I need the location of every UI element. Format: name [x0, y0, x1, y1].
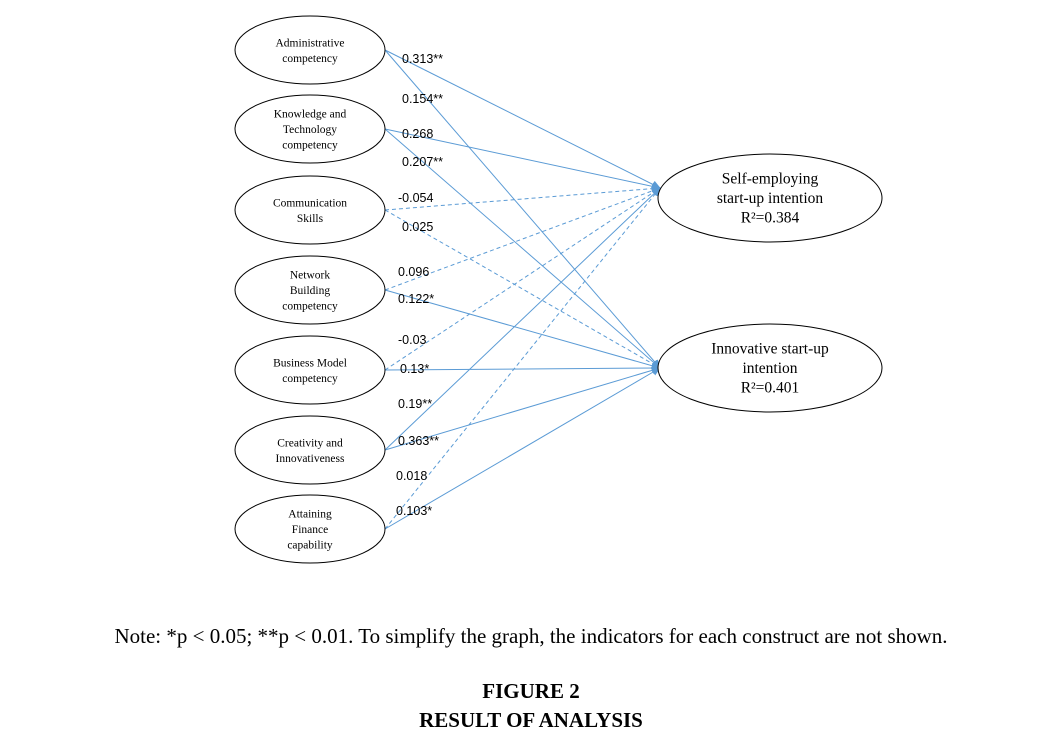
path-coefficients: 0.313** 0.154** 0.268 0.207** -0.054 0.025 0.0… — [396, 52, 443, 518]
node-creativity-label: Creativity and — [277, 437, 343, 449]
node-admin-label: Administrative — [276, 37, 345, 49]
path-finance-to-innov — [384, 367, 661, 530]
node-knowledge-label: Knowledge and — [274, 109, 347, 121]
coef-finance-to-self: 0.018 — [396, 469, 427, 483]
node-business-label: Business Model — [273, 357, 347, 369]
coef-communication-to-innov: 0.025 — [402, 220, 433, 234]
coef-admin-to-innov: 0.154** — [402, 92, 443, 106]
coef-business-to-self: -0.03 — [398, 333, 427, 347]
path-communication-to-self — [384, 184, 661, 211]
coef-creativity-to-innov: 0.363** — [398, 434, 439, 448]
path-creativity-to-self — [384, 187, 661, 451]
node-self-label: R²=0.384 — [741, 210, 800, 227]
node-finance-label: Finance — [292, 524, 328, 536]
coef-admin-to-self: 0.313** — [402, 52, 443, 66]
path-communication-to-innov — [384, 209, 661, 369]
path-business-to-innov — [384, 364, 661, 373]
figure-title: RESULT OF ANALYSIS — [419, 708, 643, 732]
coef-business-to-innov: 0.13* — [400, 362, 429, 376]
coef-network-to-self: 0.096 — [398, 265, 429, 279]
node-knowledge-label: Technology — [283, 124, 337, 136]
path-arrows — [384, 49, 661, 530]
coef-communication-to-self: -0.054 — [398, 191, 433, 205]
figure-number: FIGURE 2 — [482, 679, 580, 703]
path-creativity-to-innov — [384, 366, 661, 451]
node-creativity-label: Innovativeness — [276, 453, 346, 465]
path-knowledge-to-innov — [384, 128, 661, 369]
coef-finance-to-innov: 0.103* — [396, 504, 432, 518]
node-innov-label: R²=0.401 — [741, 380, 800, 397]
node-self-label: Self-employing — [722, 171, 819, 188]
significance-note: Note: *p < 0.05; **p < 0.01. To simplify… — [114, 624, 948, 648]
node-network-label: Building — [290, 285, 331, 297]
node-self-label: start-up intention — [717, 190, 824, 207]
node-innov-label: Innovative start-up — [711, 341, 829, 358]
coef-knowledge-to-self: 0.268 — [402, 127, 433, 141]
node-admin-label: competency — [282, 53, 338, 65]
path-finance-to-self — [384, 187, 661, 530]
coef-network-to-innov: 0.122* — [398, 292, 434, 306]
node-business: Business Model competency — [234, 335, 386, 405]
node-communication-label: Communication — [273, 197, 347, 209]
path-knowledge-to-self — [384, 128, 661, 191]
coef-creativity-to-self: 0.19** — [398, 397, 432, 411]
node-admin: Administrative competency — [234, 15, 386, 85]
node-finance-label: Attaining — [288, 509, 332, 521]
node-communication-label: Skills — [297, 213, 324, 225]
path-business-to-self — [384, 187, 661, 371]
path-admin-to-innov — [384, 49, 661, 369]
path-network-to-innov — [384, 289, 661, 370]
node-finance-label: capability — [287, 540, 333, 552]
node-business-label: competency — [282, 373, 338, 385]
node-innov-label: intention — [742, 360, 797, 377]
coef-knowledge-to-innov: 0.207** — [402, 155, 443, 169]
path-admin-to-self — [384, 49, 661, 189]
node-knowledge-label: competency — [282, 140, 338, 152]
node-network-label: Network — [290, 270, 330, 282]
node-network-label: competency — [282, 301, 338, 313]
